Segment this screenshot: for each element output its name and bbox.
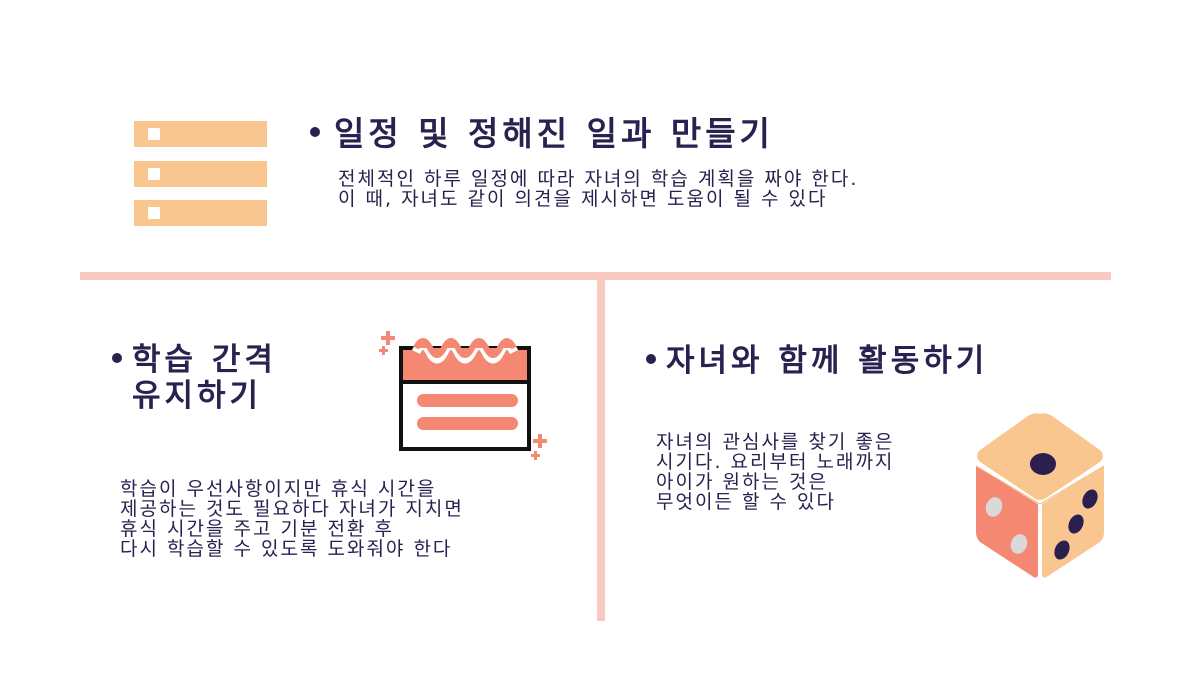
section-right-title-text: 자녀와 함께 활동하기 — [666, 343, 989, 379]
calendar-icon — [379, 331, 547, 460]
bullet-icon — [112, 352, 122, 363]
section-left-title-line1: 학습 간격 — [132, 342, 277, 378]
dice-icon — [975, 413, 1105, 578]
section-right-body: 자녀의 관심사를 찾기 좋은 시기다. 요리부터 노래까지 아이가 원하는 것은… — [656, 431, 895, 513]
section-left-title-line2: 유지하기 — [132, 378, 263, 414]
horizontal-divider — [80, 272, 1111, 280]
section-right-title: 자녀와 함께 활동하기 — [646, 341, 988, 381]
vertical-divider — [597, 276, 605, 621]
section-left-body: 학습이 우선사항이지만 휴식 시간을 제공하는 것도 필요하다 자녀가 지치면 … — [120, 478, 464, 560]
section-top-title-text: 일정 및 정해진 일과 만들기 — [334, 114, 774, 153]
bullet-icon — [646, 353, 656, 364]
bullet-icon — [310, 126, 320, 137]
section-left-title: 학습 간격 유지하기 — [112, 342, 277, 414]
section-top-title: 일정 및 정해진 일과 만들기 — [310, 114, 774, 154]
section-top-body: 전체적인 하루 일정에 따라 자녀의 학습 계획을 짜야 한다. 이 때, 자녀… — [338, 168, 859, 210]
